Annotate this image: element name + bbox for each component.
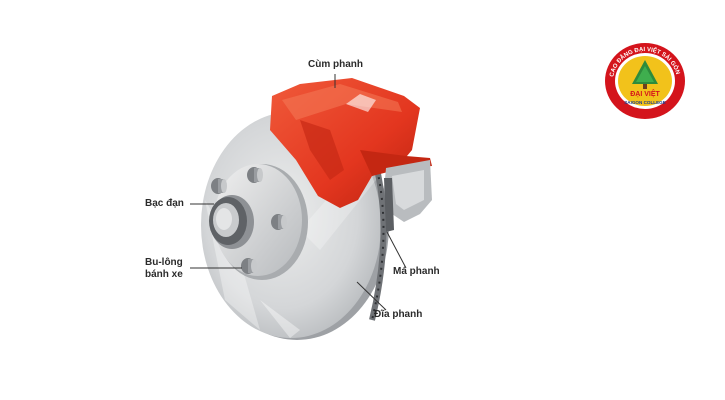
wheel-bolt (211, 178, 227, 194)
label-bearing: Bạc đạn (145, 198, 184, 209)
label-wheel-bolt-line1: Bu-lông (145, 257, 183, 268)
label-wheel-bolt-line2: bánh xe (145, 269, 183, 280)
leader-brake-pad (386, 231, 407, 269)
brake-caliper (270, 78, 432, 208)
wheel-bolt (271, 214, 287, 230)
leader-lines (190, 74, 407, 311)
label-caliper: Cùm phanh (308, 59, 363, 70)
hub (209, 164, 308, 280)
leader-brake-disc (356, 281, 387, 311)
wheel-bolts (211, 167, 287, 274)
college-logo: CAO ĐẲNG ĐẠI VIỆT SÀI GÒN ĐẠI VIỆT SAIGO… (604, 42, 686, 120)
label-brake-disc: Đĩa phanh (374, 309, 423, 320)
label-wheel-bolt: Bu-lông bánh xe (145, 257, 183, 281)
wheel-bolt (241, 258, 257, 274)
logo-name: ĐẠI VIỆT (630, 89, 660, 98)
logo-subtitle: SAIGON COLLEGE (624, 100, 666, 105)
wheel-bolt (247, 167, 263, 183)
brake-pad (384, 160, 432, 232)
label-brake-pad: Má phanh (393, 266, 440, 277)
